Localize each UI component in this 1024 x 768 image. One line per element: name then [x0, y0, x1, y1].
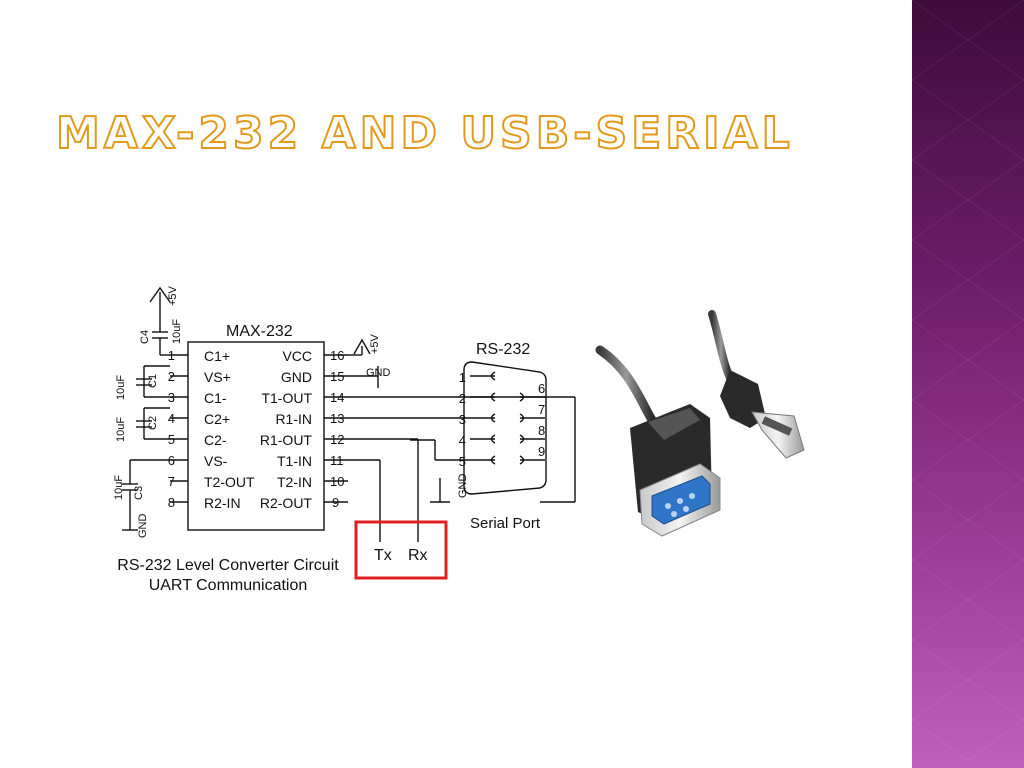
- cap-name: C1: [147, 374, 159, 388]
- rx-label: Rx: [408, 547, 428, 564]
- pin-label: T1-IN: [277, 453, 312, 469]
- pin-num: 5: [168, 432, 175, 447]
- pin-label: GND: [281, 369, 312, 385]
- cap-name: C2: [147, 416, 159, 430]
- connector-title: RS-232: [476, 341, 530, 358]
- pin-label: R2-IN: [204, 495, 241, 511]
- pin-label: T2-OUT: [204, 474, 255, 490]
- pin-num: 11: [330, 453, 344, 468]
- conn-pin: 6: [538, 381, 545, 396]
- pin-num: 1: [168, 348, 175, 363]
- pin-num: 15: [330, 369, 344, 384]
- pin-label: VS-: [204, 453, 228, 469]
- pin-num: 13: [330, 411, 344, 426]
- pin-label: C2+: [204, 411, 230, 427]
- pin-num: 16: [330, 348, 344, 363]
- pin-num: 9: [332, 495, 339, 510]
- pin-num: 3: [168, 390, 175, 405]
- cap-value: 10uF: [171, 319, 183, 344]
- pin-label: C2-: [204, 432, 227, 448]
- conn-pin: 4: [459, 433, 466, 448]
- pin-label: R1-IN: [275, 411, 312, 427]
- pin-num: 12: [330, 432, 344, 447]
- conn-pin: 2: [459, 391, 466, 406]
- chip-name: MAX-232: [226, 323, 293, 340]
- tx-label: Tx: [374, 547, 392, 564]
- gnd-chip-label: GND: [366, 367, 391, 379]
- pin-label: VCC: [282, 348, 312, 364]
- vcc-chip-label: +5V: [369, 333, 381, 354]
- cap-value: 10uF: [115, 417, 127, 442]
- conn-pin: 1: [459, 370, 466, 385]
- cap-name: C3: [133, 486, 145, 500]
- pin-label: VS+: [204, 369, 231, 385]
- gnd-port-label: GND: [457, 474, 469, 499]
- pin-label: T1-OUT: [261, 390, 312, 406]
- pin-num: 7: [168, 474, 175, 489]
- cap-name: C4: [139, 330, 151, 344]
- conn-pin: 3: [459, 412, 466, 427]
- tx-rx-highlight-box: [354, 520, 448, 580]
- conn-pin: 5: [459, 454, 466, 469]
- conn-pin: 9: [538, 444, 545, 459]
- diamond-pattern: [912, 0, 1024, 761]
- pin-label: C1-: [204, 390, 227, 406]
- slide-title: MAX-232 and USB-Serial: [55, 107, 794, 160]
- chip-body: [187, 341, 325, 531]
- pin-label: C1+: [204, 348, 230, 364]
- caption-line-2: UART Communication: [149, 577, 308, 594]
- pin-num: 8: [168, 495, 175, 510]
- pin-num: 2: [168, 369, 175, 384]
- pin-num: 4: [168, 411, 175, 426]
- gnd-bottom-label: GND: [137, 514, 149, 539]
- cap-value: 10uF: [115, 375, 127, 400]
- sidebar-decoration: [912, 0, 1024, 768]
- caption-line-1: RS-232 Level Converter Circuit: [117, 557, 339, 574]
- vcc-top-label: +5V: [167, 285, 179, 306]
- pin-num: 10: [330, 474, 344, 489]
- conn-pin: 7: [538, 402, 545, 417]
- pin-label: R1-OUT: [260, 432, 313, 448]
- cap-value: 10uF: [113, 475, 125, 500]
- conn-pin: 8: [538, 423, 545, 438]
- pin-label: T2-IN: [277, 474, 312, 490]
- usb-serial-cable-image: [595, 310, 805, 537]
- connector-caption: Serial Port: [470, 515, 541, 532]
- pin-num: 14: [330, 390, 344, 405]
- pin-label: R2-OUT: [260, 495, 313, 511]
- max232-schematic: MAX-232 1 2 3 4 5 6 7 8 C1+ VS+ C1- C2+ …: [113, 285, 576, 594]
- pin-num: 6: [168, 453, 175, 468]
